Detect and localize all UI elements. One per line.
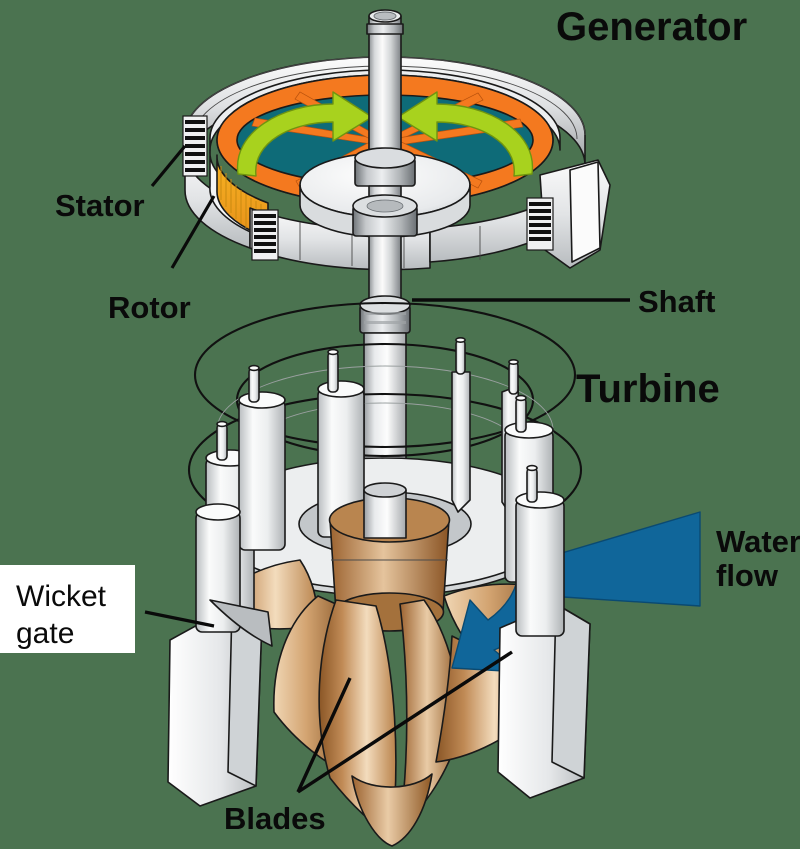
stator-bracket-right xyxy=(526,159,611,269)
label-rotor: Rotor xyxy=(108,290,191,325)
rotation-arrow-right-icon xyxy=(397,91,534,177)
gate-pivot-pin xyxy=(508,361,519,395)
gate-pivot-pin xyxy=(515,397,527,433)
label-wicket-gate-line2: gate xyxy=(16,617,74,650)
wicket-gates-front xyxy=(167,364,591,807)
label-stator: Stator xyxy=(55,188,145,223)
wicket-gates-back xyxy=(317,336,523,538)
leader-rotor xyxy=(170,195,216,269)
wicket-gate-label-box xyxy=(0,565,135,653)
wicket-gate xyxy=(497,464,591,799)
label-water-flow-line2: flow xyxy=(716,558,779,593)
wicket-gate xyxy=(195,503,241,633)
stator-cooling-fins-left-icon xyxy=(182,115,208,177)
leader-wicket-gate xyxy=(144,610,215,628)
gate-pivot-pin xyxy=(216,423,228,461)
gate-pivot-pin xyxy=(248,367,260,403)
rotation-arrow-left-icon xyxy=(236,91,373,177)
rotor-hub-disc-edge xyxy=(299,184,471,238)
shaft-top-bore xyxy=(373,11,397,21)
label-wicket-gate-line1: Wicket xyxy=(16,580,107,613)
wicket-gate xyxy=(238,364,286,551)
label-generator: Generator xyxy=(556,5,747,49)
leader-lines xyxy=(144,144,630,794)
leader-blades-2 xyxy=(297,650,513,794)
gate-pivot-pin xyxy=(327,351,339,393)
wicket-gate xyxy=(451,336,471,513)
runner-nose-cone xyxy=(351,773,433,847)
label-blades: Blades xyxy=(224,801,326,836)
shaft-top-collar xyxy=(366,23,404,35)
turbine-assembly xyxy=(167,301,701,847)
label-shaft: Shaft xyxy=(638,284,716,319)
leader-blades-1 xyxy=(296,677,352,793)
draft-tube-edge xyxy=(209,599,273,647)
label-turbine: Turbine xyxy=(576,367,720,411)
turbine-bearing-collar xyxy=(359,295,411,334)
label-water-flow-line1: Water xyxy=(716,524,800,559)
wicket-gate xyxy=(317,348,365,538)
guide-ring-upper xyxy=(193,301,577,449)
upper-bearing-top xyxy=(354,147,416,169)
gate-pivot-pin xyxy=(455,339,466,375)
gate-pivot-pin xyxy=(526,467,538,503)
stator-cooling-fins-front-icon xyxy=(251,209,279,261)
lower-bearing-collar xyxy=(352,194,418,237)
shaft-sleeve-top xyxy=(363,482,407,498)
leader-stator xyxy=(150,144,187,188)
